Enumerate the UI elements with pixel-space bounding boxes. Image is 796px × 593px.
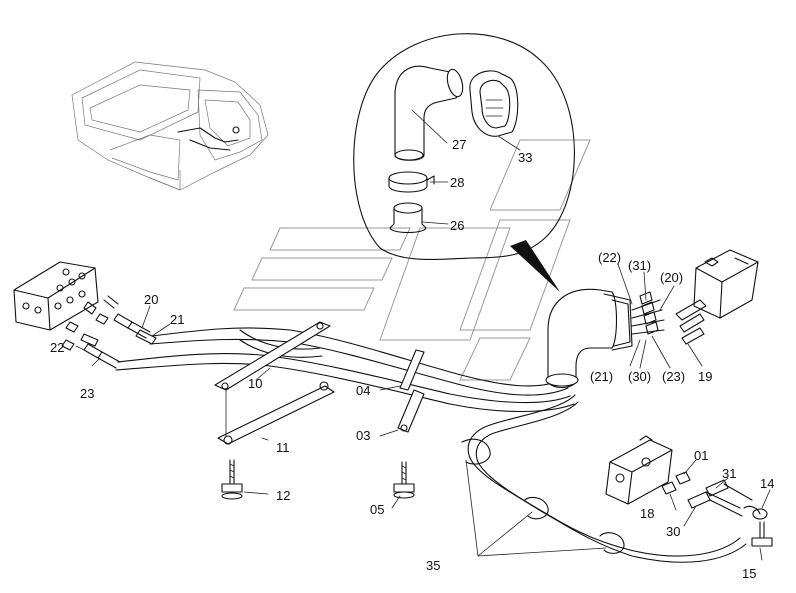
- label-33: 33: [518, 150, 532, 165]
- detail-bubble: [353, 33, 575, 292]
- machine-overview-icon: [71, 61, 269, 191]
- return-hose: [461, 394, 747, 563]
- label-31: 31: [722, 466, 736, 481]
- label-04: 04: [356, 383, 370, 398]
- bracket-10: [214, 321, 331, 391]
- label-22: 22: [50, 340, 64, 355]
- label-01: 01: [694, 448, 708, 463]
- label-21: 21: [170, 312, 184, 327]
- clamp-28: [388, 171, 435, 193]
- label-05: 05: [370, 502, 384, 517]
- label-10: 10: [248, 376, 262, 391]
- label-30: 30: [666, 524, 680, 539]
- label-03: 03: [356, 428, 370, 443]
- bracket-03: [397, 389, 425, 433]
- adapter-26: [389, 202, 427, 234]
- label-20-paren: (20): [660, 270, 683, 285]
- label-26: 26: [450, 218, 464, 233]
- duct-fittings: [631, 291, 665, 335]
- label-14: 14: [760, 476, 774, 491]
- hose-fittings-left: [80, 313, 157, 369]
- part-labels: 27 33 28 26 20 21 22 23 10 11 12 04 03 0…: [50, 137, 774, 581]
- label-22-paren: (22): [598, 250, 621, 265]
- bolt-15: [751, 521, 773, 547]
- control-valve-block: [13, 261, 119, 351]
- label-31-paren: (31): [628, 258, 651, 273]
- label-19: 19: [698, 369, 712, 384]
- label-20: 20: [144, 292, 158, 307]
- label-30-paren: (30): [628, 369, 651, 384]
- bolt-12: [221, 459, 243, 500]
- bolt-05: [393, 461, 415, 499]
- leader-lines: [75, 109, 771, 561]
- clamp-14: [743, 505, 768, 520]
- label-15: 15: [742, 566, 756, 581]
- label-23-paren: (23): [662, 369, 685, 384]
- pilot-valve-top: [675, 249, 759, 345]
- label-12: 12: [276, 488, 290, 503]
- hose-bundle: [115, 327, 575, 413]
- bracket-04: [399, 349, 425, 391]
- label-23: 23: [80, 386, 94, 401]
- bracket-11: [217, 381, 335, 445]
- fittings-bottom-right: [661, 471, 753, 517]
- label-27: 27: [452, 137, 466, 152]
- watermark-logo: [233, 139, 591, 381]
- duct-elbow: [545, 288, 633, 389]
- label-35: 35: [426, 558, 440, 573]
- label-18: 18: [640, 506, 654, 521]
- cover-33: [469, 70, 519, 137]
- label-28: 28: [450, 175, 464, 190]
- elbow-pipe-27: [394, 65, 464, 161]
- label-21-paren: (21): [590, 369, 613, 384]
- label-11: 11: [276, 440, 290, 455]
- pilot-valve-bottom: [605, 435, 673, 505]
